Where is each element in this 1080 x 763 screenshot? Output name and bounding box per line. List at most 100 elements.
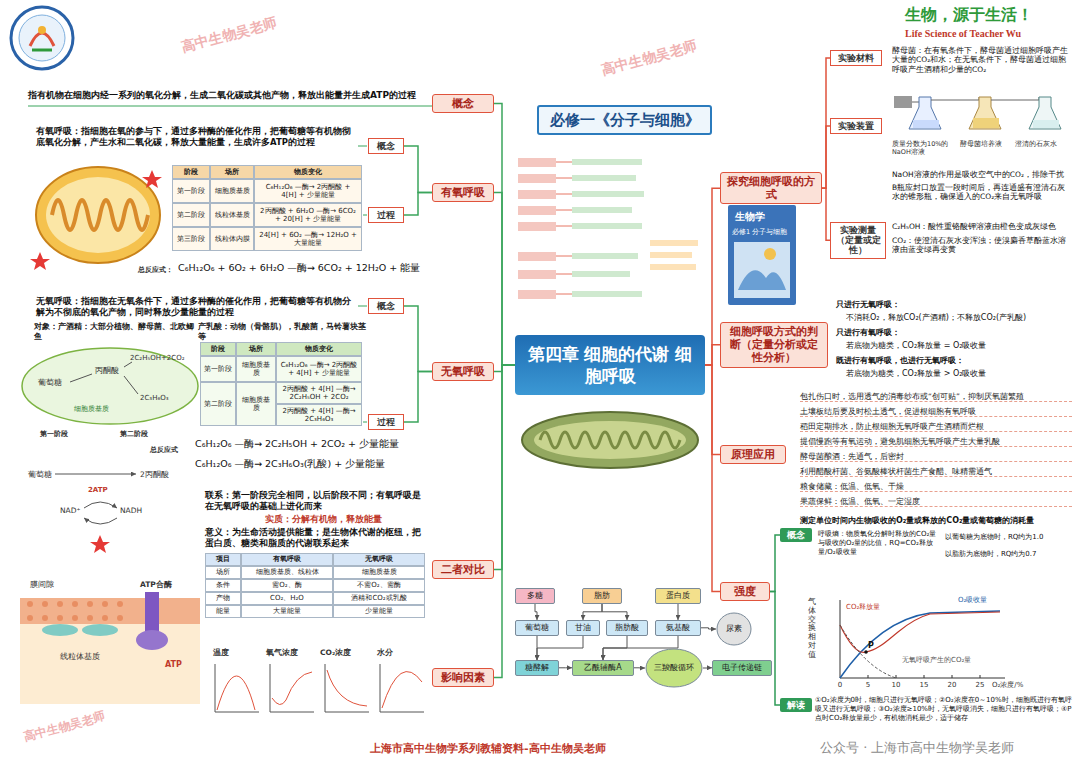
node-text: 实验测量（定量或定性）	[834, 225, 882, 256]
illustration-part	[969, 97, 1001, 129]
text-label: 葡萄糖	[38, 378, 68, 387]
illustration-part	[30, 252, 50, 270]
branch-box: 细胞呼吸方式的判断（定量分析或定性分析）	[720, 322, 828, 368]
node-text: 多糖	[518, 591, 552, 601]
illustration-part	[117, 601, 123, 607]
node-text: 糖酵解	[518, 663, 556, 673]
illustration-part	[272, 672, 312, 705]
connector	[494, 365, 515, 678]
pathway-circle: 尿素	[716, 612, 752, 646]
illustration-part	[36, 167, 160, 263]
illustration-part	[518, 222, 556, 231]
node-text: 有氧呼吸	[437, 186, 489, 199]
pathway-box: 蛋白质	[655, 588, 701, 604]
illustration-part	[358, 146, 367, 147]
table-cell: 细胞质基质	[236, 382, 276, 426]
table-cell: 有氧呼吸	[241, 553, 333, 566]
connector	[494, 104, 515, 366]
illustration-part	[27, 601, 123, 621]
connector	[705, 365, 720, 592]
list-item: 土壤板结后要及时松土透气，促进根细胞有氧呼吸	[800, 407, 1072, 417]
node-text: 概念	[372, 301, 400, 311]
illustration-part	[650, 240, 698, 246]
illustration-part	[894, 96, 912, 108]
text-label: 总反应式	[150, 446, 192, 455]
title-box: 必修一《分子与细胞》	[537, 105, 712, 135]
illustration-part	[102, 615, 108, 621]
text-label: 产乳酸：动物（骨骼肌），乳酸菌，马铃薯块茎等	[198, 322, 366, 342]
text-label: 丙酮酸	[95, 366, 127, 375]
node-text: 过程	[372, 417, 400, 427]
node-text: 强度	[725, 585, 765, 598]
illustration-part	[72, 615, 78, 621]
illustration-part	[382, 672, 422, 708]
connector	[404, 306, 432, 372]
table-cell: 需O₂、酶	[241, 579, 333, 592]
illustration-part	[909, 97, 941, 129]
illustration-part	[55, 474, 136, 475]
tick-label: 25	[973, 681, 987, 690]
table-cell: 大量能量	[241, 605, 333, 618]
illustration-part	[522, 412, 698, 468]
list-item: 提倡慢跑等有氧运动，避免肌细胞无氧呼吸产生大量乳酸	[800, 437, 1072, 447]
table-cell: 细胞质基质	[210, 179, 254, 203]
illustration-part	[572, 271, 630, 277]
connector	[703, 667, 712, 668]
illustration-part	[11, 7, 73, 69]
text-label: 联系：第一阶段完全相同，以后阶段不同；有氧呼吸是在无氧呼吸的基础上进化而来	[205, 490, 427, 511]
text-label: 公众号 · 上海市高中生物学吴老师	[820, 740, 1070, 756]
table-cell: 阶段	[200, 342, 236, 356]
illustration-part	[358, 306, 367, 307]
table-cell: 细胞质基质	[236, 356, 276, 382]
connector	[404, 146, 432, 193]
illustration-part	[142, 170, 162, 188]
sub-box: 概念	[368, 138, 404, 154]
table-cell: 第二阶段	[172, 203, 210, 227]
tick-label: 20	[945, 681, 959, 690]
illustration-part	[52, 200, 148, 230]
illustration-part	[518, 190, 556, 199]
sub-box: 实验测量（定量或定性）	[830, 222, 886, 259]
table-cell: 24[H] + 6O₂ —酶→ 12H₂O + 大量能量	[254, 227, 362, 251]
table-cell: 场所	[210, 165, 254, 179]
table-cell: 场所	[236, 342, 276, 356]
list-item: 稻田定期排水，防止根细胞无氧呼吸产生酒精而烂根	[800, 422, 1072, 432]
axis-title: 气体交换相对值	[808, 598, 816, 660]
pathway-box: 氨基酸	[655, 620, 701, 636]
illustration-part	[764, 248, 776, 260]
text-label: NAD⁺	[60, 506, 82, 515]
text-label: 不消耗O₂，释放CO₂(产酒精)；不释放CO₂(产乳酸)	[846, 313, 1072, 323]
illustration-part	[572, 207, 632, 213]
node-text: 脂肪酸	[609, 623, 645, 633]
list-item: 果蔬保鲜：低温、低氧、一定湿度	[800, 497, 1072, 507]
table-cell: 物质变化	[254, 165, 362, 179]
branch-box: 强度	[720, 582, 770, 601]
text-label: CO₂释放量	[846, 603, 894, 612]
illustration-part	[931, 97, 979, 100]
illustration-part	[270, 664, 314, 712]
connector	[559, 667, 572, 668]
pathway-box: 甘油	[566, 620, 600, 636]
connector	[770, 535, 780, 592]
illustration-part	[38, 26, 46, 34]
text-label: 生物学	[735, 211, 790, 224]
branch-box: 二者对比	[432, 560, 494, 579]
connector	[494, 365, 515, 570]
illustration-part	[215, 664, 424, 712]
connector	[583, 604, 602, 620]
text-label: 酵母菌培养液	[960, 140, 1010, 148]
connector	[404, 193, 432, 216]
text-label: 2ATP	[88, 486, 112, 495]
text-label: 膜间隙	[30, 580, 70, 589]
table-cell: C₆H₁₂O₆ —酶→ 2丙酮酸 + 4[H] + 少量能量	[276, 356, 362, 382]
text-label: O₂吸收量	[958, 596, 1008, 605]
tick-label: 10	[889, 681, 903, 690]
text-label: 线粒体基质	[60, 652, 120, 661]
text-label: B瓶应封口放置一段时间后，再连通盛有澄清石灰水的锥形瓶，确保通入的CO₂来自无氧…	[892, 183, 1072, 202]
table-cell: 细胞质基质、线粒体	[241, 566, 333, 579]
illustration-part	[19, 15, 65, 61]
connector	[678, 604, 679, 620]
connector	[602, 604, 627, 620]
illustration-part	[572, 253, 638, 259]
illustration-part	[380, 664, 424, 712]
